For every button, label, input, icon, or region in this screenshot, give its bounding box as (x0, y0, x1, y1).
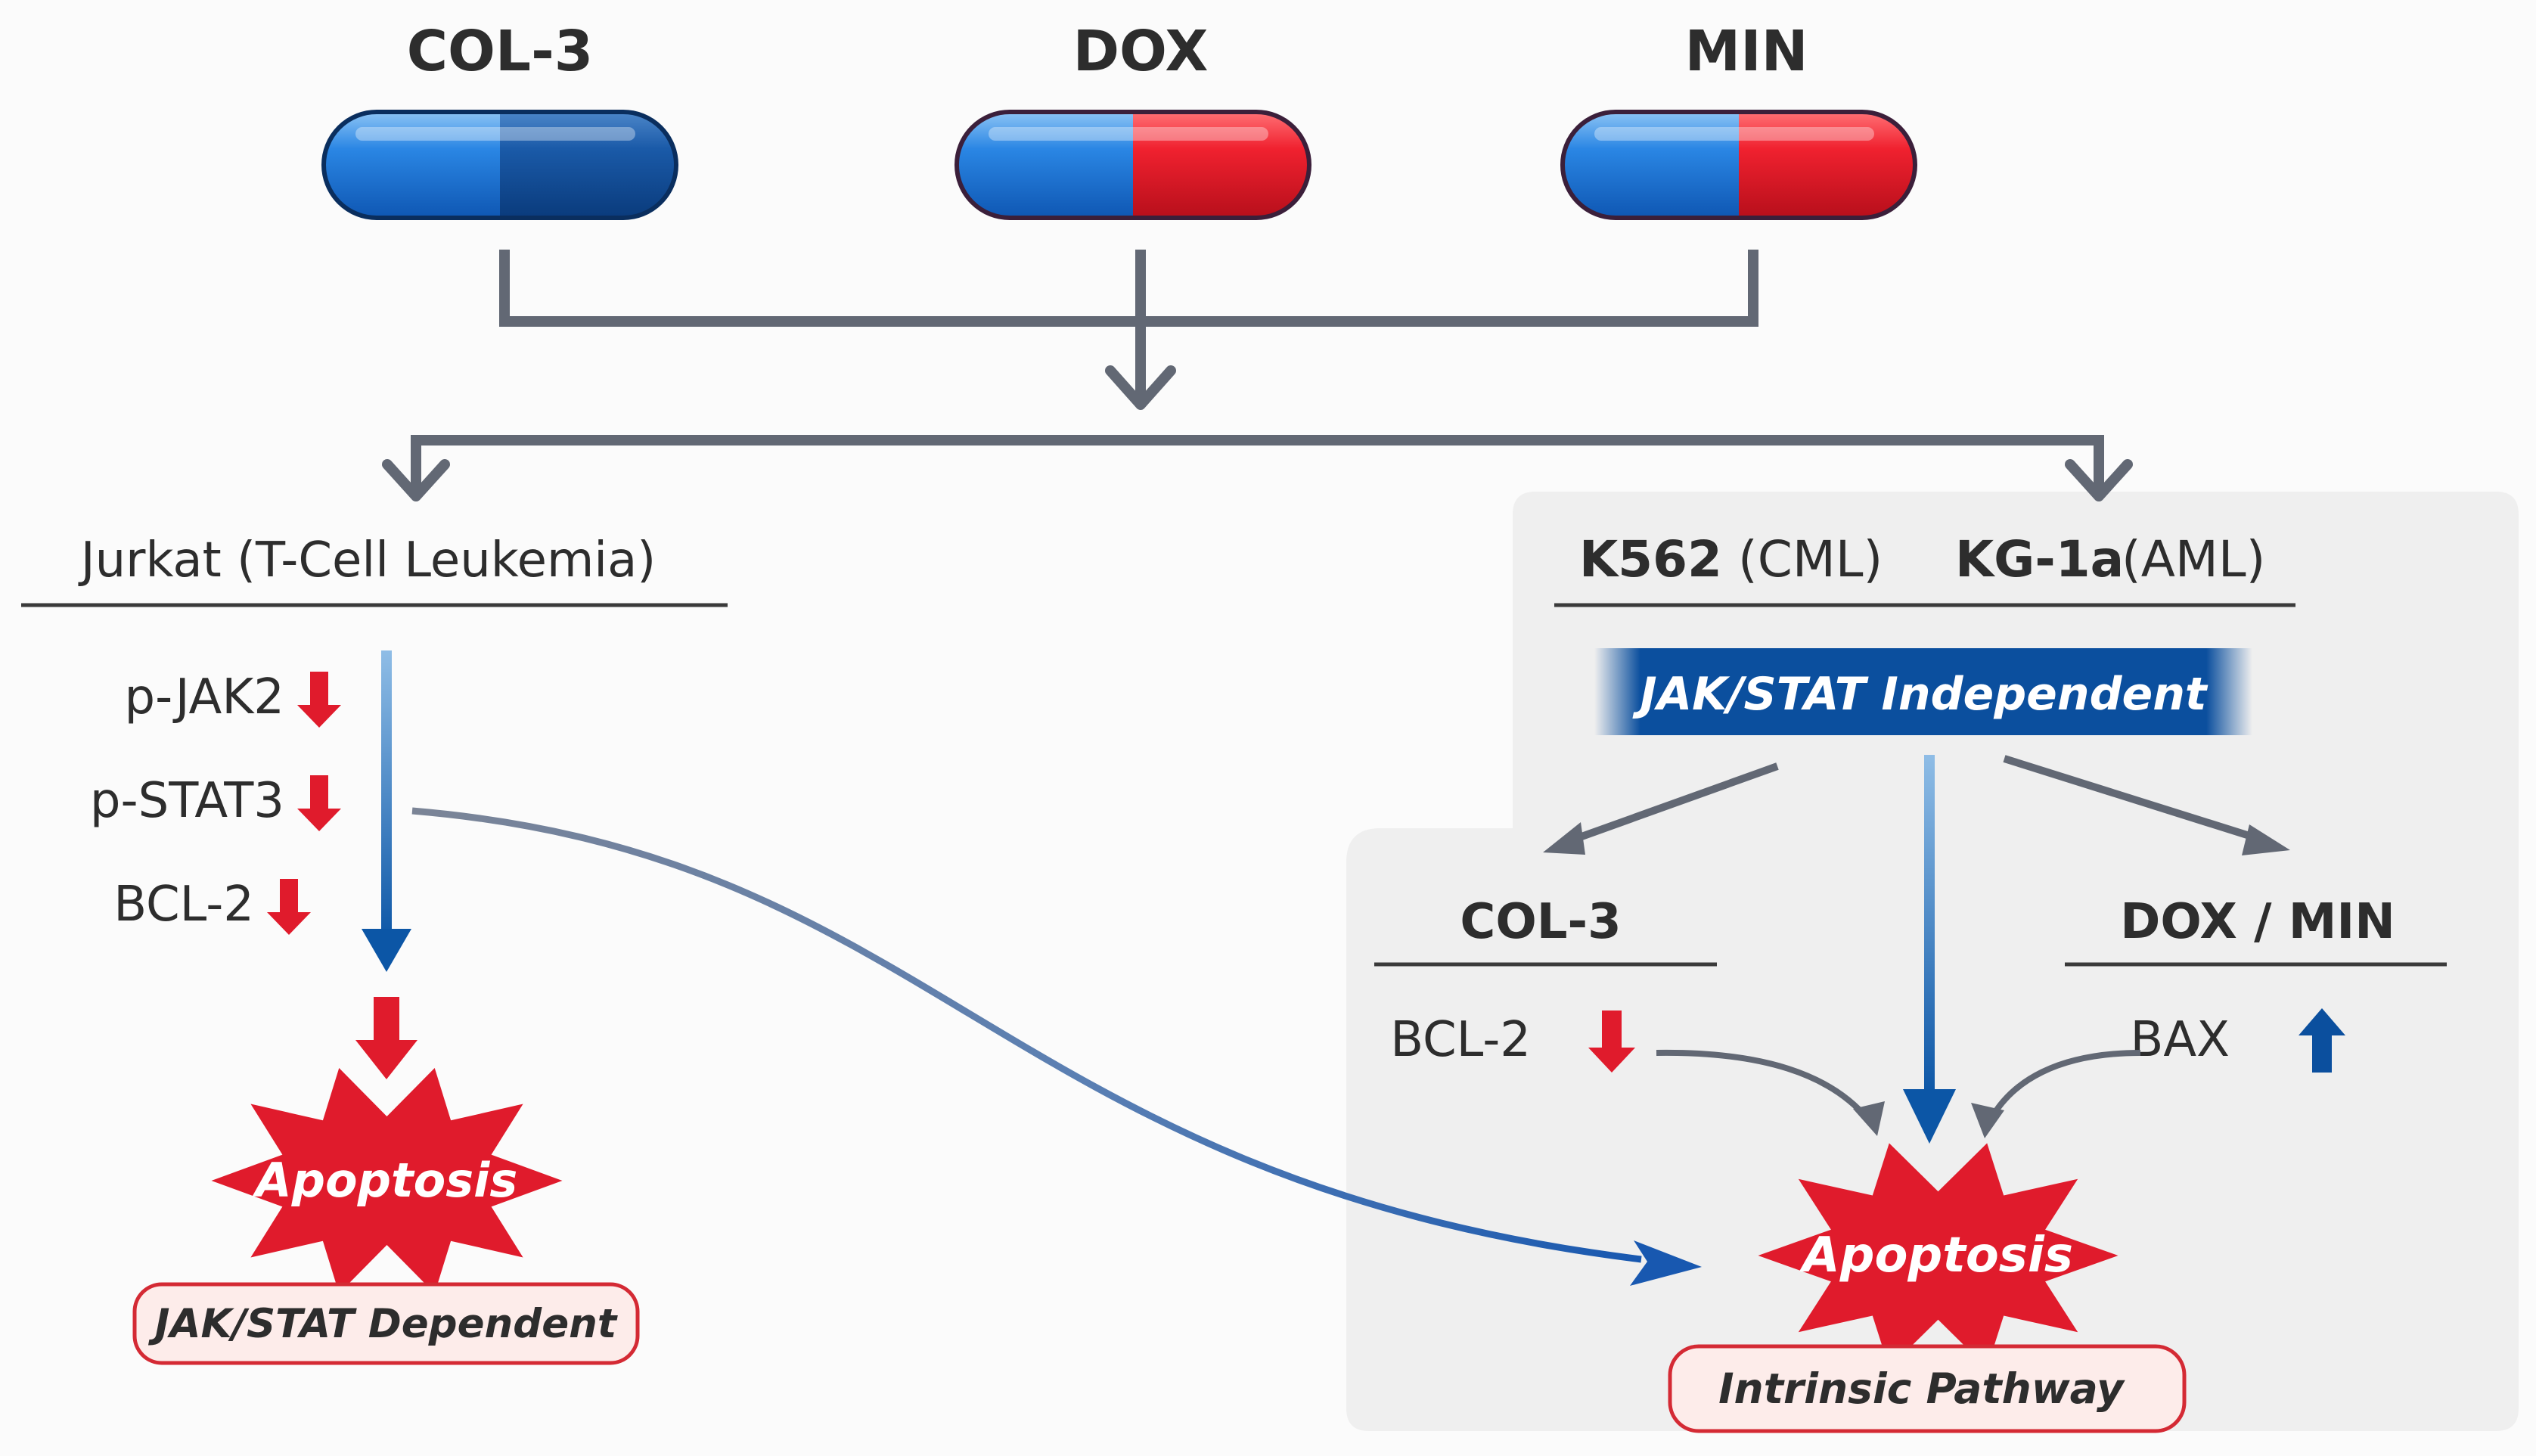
down-arrow-icon (297, 775, 341, 831)
jak-stat-dependent-label: JAK/STAT Dependent (148, 1301, 618, 1347)
cross-pathway-arrowhead (1630, 1240, 1702, 1286)
down-arrow-icon (1588, 1011, 1635, 1073)
bcl2-arrowhead (1853, 1101, 1885, 1136)
apoptosis-burst-left (211, 1068, 563, 1293)
apoptosis-burst-right (1758, 1143, 2119, 1368)
apoptosis-label-left: Apoptosis (252, 1153, 518, 1208)
drug-label-col3: COL-3 (407, 19, 594, 84)
drug-label-dox: DOX (1073, 19, 1209, 84)
drug-label-min: MIN (1684, 19, 1808, 84)
banner-split-arrows (1572, 755, 2263, 843)
jurkat-title: Jurkat (T-Cell Leukemia) (78, 532, 657, 588)
bcl2-to-apoptosis-curve (1656, 1049, 1871, 1122)
marker-bax: BAX (2130, 1012, 2230, 1068)
split-connector (382, 435, 2133, 501)
apoptosis-label-right: Apoptosis (1799, 1228, 2073, 1284)
capsule-dox-icon (954, 110, 1311, 220)
arrowhead-to-col3 (1543, 822, 1585, 855)
marker-bcl2-left: BCL-2 (113, 877, 254, 933)
cell-line-kg1a: KG-1a (1955, 530, 2124, 588)
cross-pathway-curve (411, 807, 1642, 1263)
jak-stat-independent-banner (1594, 648, 2252, 735)
central-pathway-arrow (1924, 755, 1935, 1095)
doxmin-subtitle: DOX / MIN (2120, 894, 2395, 950)
marker-bcl2-right: BCL-2 (1390, 1012, 1531, 1068)
marker-p-jak2: p-JAK2 (125, 669, 285, 725)
marker-p-stat3: p-STAT3 (90, 773, 284, 829)
intrinsic-pathway-label: Intrinsic Pathway (1718, 1364, 2125, 1413)
down-arrow-icon (297, 672, 341, 728)
bax-arrowhead (1971, 1103, 2004, 1138)
merge-connector (499, 250, 1758, 410)
bax-to-apoptosis-curve (1988, 1050, 2141, 1121)
capsule-min-icon (1560, 110, 1917, 220)
jak-stat-dependent-tag (132, 1282, 640, 1365)
central-pathway-arrowhead (1903, 1089, 1956, 1144)
cell-line-kg1a-type: (AML) (2122, 530, 2265, 588)
intrinsic-pathway-tag (1668, 1344, 2187, 1433)
capsule-col3-icon (321, 110, 678, 220)
jak-stat-independent-label: JAK/STAT Independent (1632, 668, 2209, 721)
cell-line-k562-type: (CML) (1738, 530, 1883, 588)
left-pathway-arrowhead (362, 929, 411, 972)
red-down-arrow-icon (355, 997, 417, 1079)
up-arrow-icon (2299, 1008, 2345, 1073)
down-arrow-icon (267, 879, 311, 935)
arrowhead-to-doxmin (2242, 824, 2290, 855)
left-pathway-arrow (381, 650, 392, 942)
cell-line-k562: K562 (1579, 530, 1722, 588)
col3-subtitle: COL-3 (1460, 894, 1621, 950)
